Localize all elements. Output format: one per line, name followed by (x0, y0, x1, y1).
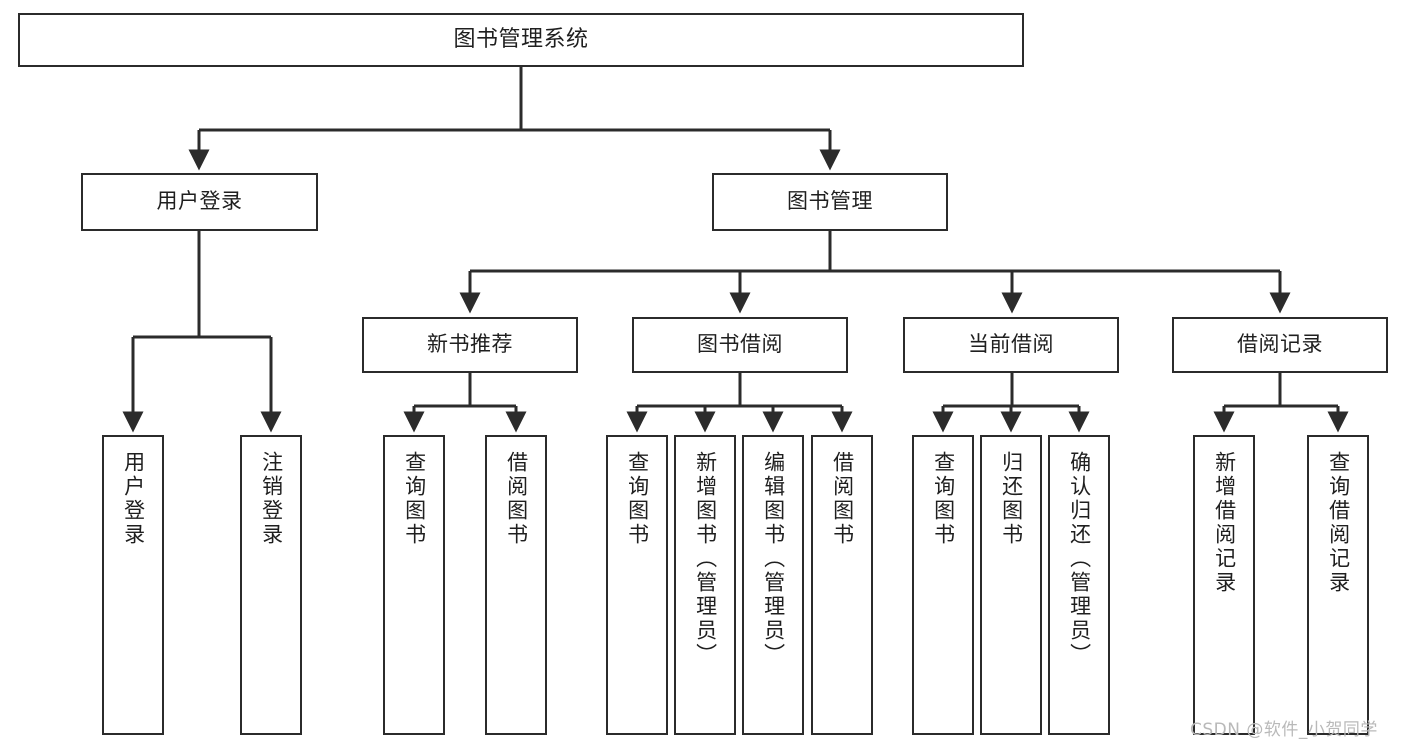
node-label: 查询图书 (931, 451, 956, 547)
csdn-watermark: CSDN @软件_小贺同学 (1190, 715, 1378, 740)
node-book-borrow[interactable]: 图书借阅 (632, 317, 848, 373)
leaf-borrow-book-recommend[interactable]: 借阅图书 (485, 435, 547, 735)
node-label: 编辑图书（管理员） (761, 451, 786, 667)
node-label: 图书借阅 (697, 332, 783, 357)
node-label: 归还图书 (999, 451, 1024, 547)
node-label: 确认归还（管理员） (1067, 451, 1092, 667)
leaf-return-book[interactable]: 归还图书 (980, 435, 1042, 735)
node-label: 当前借阅 (968, 332, 1054, 357)
leaf-confirm-return[interactable]: 确认归还（管理员） (1048, 435, 1110, 735)
leaf-logout-login[interactable]: 注销登录 (240, 435, 302, 735)
node-label: 借阅图书 (830, 451, 855, 547)
node-root-system[interactable]: 图书管理系统 (18, 13, 1024, 67)
node-label: 借阅图书 (504, 451, 529, 547)
leaf-borrow-book[interactable]: 借阅图书 (811, 435, 873, 735)
leaf-query-borrow-record[interactable]: 查询借阅记录 (1307, 435, 1369, 735)
node-label: 新书推荐 (427, 332, 513, 357)
node-user-login[interactable]: 用户登录 (81, 173, 318, 231)
node-label: 查询图书 (402, 451, 427, 547)
node-label: 新增图书（管理员） (693, 451, 718, 667)
leaf-query-book-current[interactable]: 查询图书 (912, 435, 974, 735)
leaf-user-login[interactable]: 用户登录 (102, 435, 164, 735)
node-label: 图书管理系统 (453, 26, 589, 52)
node-label: 新增借阅记录 (1212, 451, 1237, 595)
node-label: 注销登录 (259, 451, 284, 547)
node-label: 用户登录 (121, 451, 146, 547)
node-current-borrow[interactable]: 当前借阅 (903, 317, 1119, 373)
node-label: 查询图书 (625, 451, 650, 547)
node-new-book-recommend[interactable]: 新书推荐 (362, 317, 578, 373)
leaf-add-borrow-record[interactable]: 新增借阅记录 (1193, 435, 1255, 735)
node-book-manage[interactable]: 图书管理 (712, 173, 948, 231)
leaf-edit-book[interactable]: 编辑图书（管理员） (742, 435, 804, 735)
node-label: 借阅记录 (1237, 332, 1323, 357)
watermark-text: CSDN @软件_小贺同学 (1190, 720, 1378, 740)
node-label: 查询借阅记录 (1326, 451, 1351, 595)
leaf-add-book[interactable]: 新增图书（管理员） (674, 435, 736, 735)
node-label: 图书管理 (787, 189, 873, 214)
node-label: 用户登录 (156, 189, 243, 214)
node-borrow-record[interactable]: 借阅记录 (1172, 317, 1388, 373)
leaf-query-book-recommend[interactable]: 查询图书 (383, 435, 445, 735)
leaf-query-book-borrow[interactable]: 查询图书 (606, 435, 668, 735)
